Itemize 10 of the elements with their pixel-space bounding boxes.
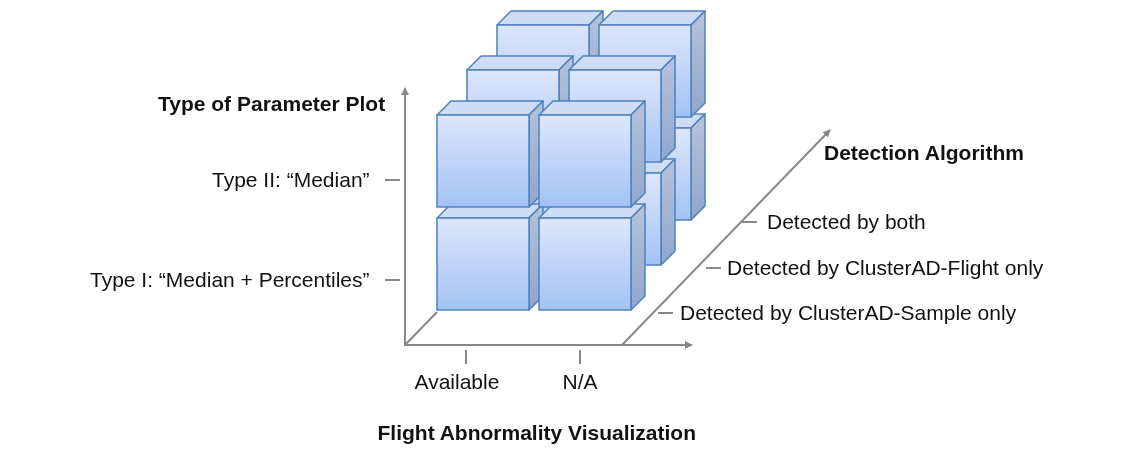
tick-label: Available [414,370,500,394]
axis-title: Type of Parameter Plot [158,92,386,116]
tick-label: Type II: “Median” [212,168,370,192]
tick-label: Detected by ClusterAD-Flight only [727,256,1044,280]
tick-label: Type I: “Median + Percentiles” [90,268,370,292]
axis-title: Flight Abnormality Visualization [377,421,697,445]
tick-label: N/A [562,370,598,394]
tick-label: Detected by both [767,210,926,234]
axis-title: Detection Algorithm [824,141,1024,165]
tick-label: Detected by ClusterAD-Sample only [680,301,1017,325]
